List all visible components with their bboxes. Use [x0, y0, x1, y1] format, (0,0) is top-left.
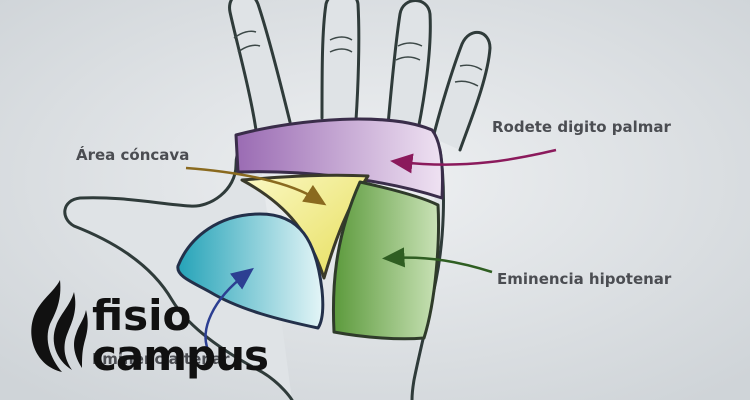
knuckle-lines [233, 30, 483, 87]
logo-line1: fisio [92, 291, 191, 340]
label-hipotenar: Eminencia hipotenar [497, 270, 672, 288]
arrow-tenar [204, 267, 254, 351]
fisiocampus-logo: fisio campus [31, 280, 269, 380]
rodete-region [234, 117, 444, 200]
flame-icon [31, 280, 88, 372]
arrow-hipotenar [382, 247, 493, 274]
label-rodete: Rodete digito palmar [492, 118, 672, 136]
arrow-area-concava [185, 166, 327, 206]
arrow-rodete [390, 148, 557, 174]
label-tenar: Eminencia tenar [92, 350, 230, 368]
logo-line2: campus [92, 331, 268, 380]
label-area-concava: Área cóncava [76, 145, 189, 164]
concava-region [240, 173, 370, 280]
hipotenar-region [331, 180, 440, 341]
